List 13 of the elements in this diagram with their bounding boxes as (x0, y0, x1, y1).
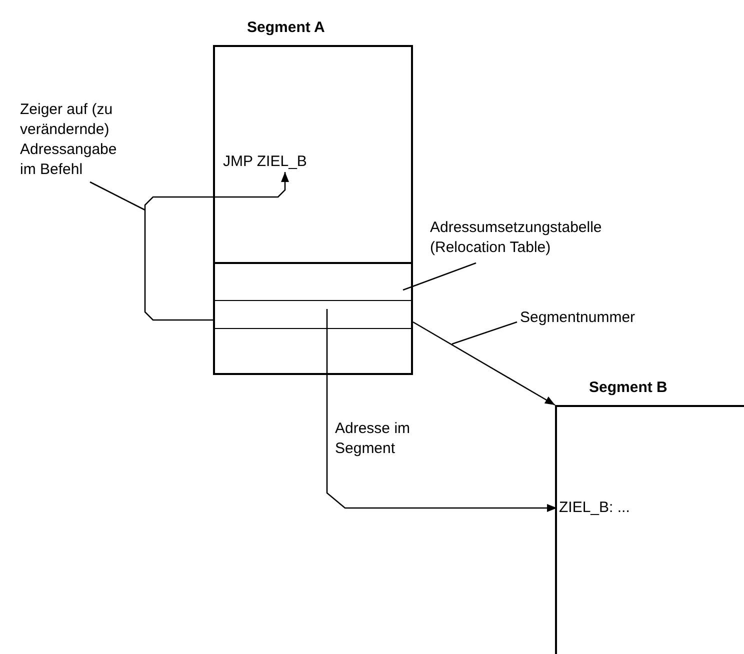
annotation-text: Zeiger auf (zu verändernde) Adressangabe im Befehl (20, 100, 134, 180)
arrow (326, 309, 557, 512)
code-line: JMP ZIEL_B (223, 152, 333, 174)
annotation-text: Segmentnummer (520, 308, 650, 330)
leader-line (402, 262, 476, 291)
arrow (412, 321, 556, 406)
segment-heading: Segment B (589, 378, 668, 398)
annotation-text: Adressumsetzungstabelle (Relocation Table) (430, 218, 620, 260)
code-line: ZIEL_B: ... (559, 498, 679, 522)
arrow (144, 172, 289, 321)
leader-line (90, 181, 146, 211)
leader-line (452, 321, 518, 345)
segment-heading: Segment A (247, 18, 325, 38)
